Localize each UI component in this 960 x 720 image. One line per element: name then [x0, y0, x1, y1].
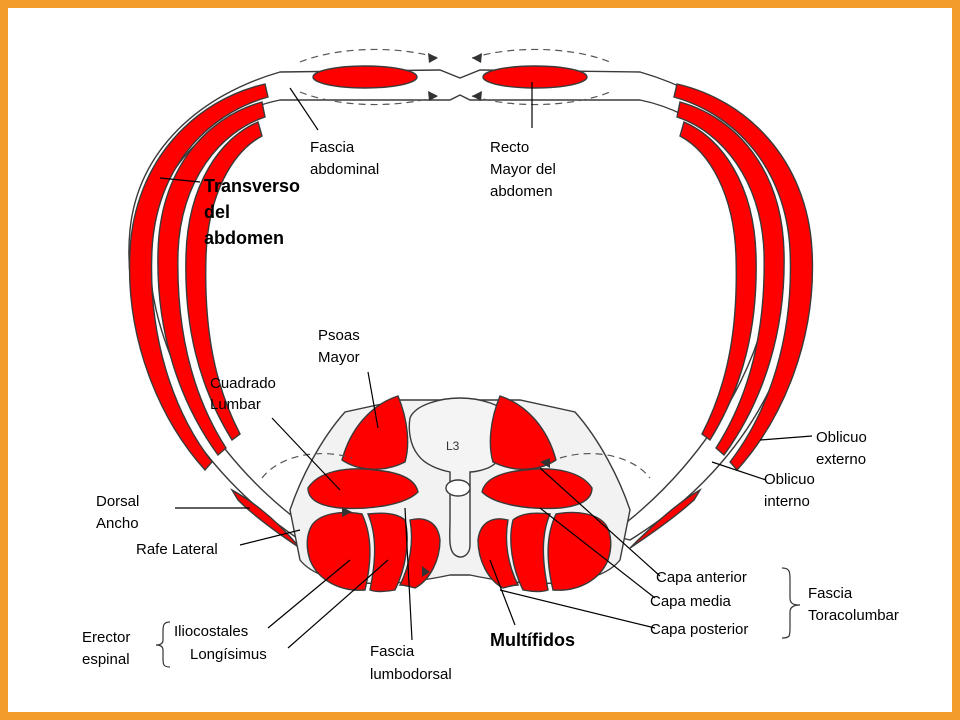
label-iliocostales: Iliocostales: [174, 623, 248, 640]
left-iliocostalis: [306, 511, 371, 591]
leader-oblicuo-interno: [711, 461, 767, 481]
right-iliocostalis: [547, 511, 612, 591]
left-dorsal-wedge: [230, 488, 301, 549]
right-multifidus: [477, 518, 520, 589]
rectus-dashed-arrow-bottom-right: [471, 91, 611, 106]
leader-capa-media: [539, 507, 656, 599]
leader-transverso: [159, 177, 201, 183]
right-transverse: [679, 121, 757, 442]
brace-erector-espinal: [155, 621, 171, 668]
label-rafe: Rafe Lateral: [136, 541, 218, 558]
label-multifidos: Multífidos: [490, 630, 575, 650]
right-dorsal-wedge: [629, 488, 702, 549]
vertebral-foramen: [445, 479, 471, 497]
right-rectus: [482, 65, 588, 89]
left-longissimus: [366, 512, 408, 593]
leader-capa-anterior: [539, 467, 661, 577]
leader-rafe: [239, 529, 301, 546]
left-transverse: [185, 121, 263, 442]
label-fascia-toracolumbar: Fascia Toracolumbar: [808, 585, 899, 624]
label-transverso: Transverso del abdomen: [204, 176, 305, 248]
label-cuadrado: Cuadrado Lumbar: [210, 375, 280, 413]
label-fascia-lumbodorsal: Fascia lumbodorsal: [370, 643, 452, 683]
arrowhead: [428, 91, 438, 101]
leader-psoas: [367, 371, 379, 429]
left-external-oblique: [128, 83, 269, 472]
arrowhead: [428, 53, 438, 63]
leader-iliocostales: [267, 559, 351, 629]
rectus-dashed-arrow-bottom-left: [299, 91, 439, 106]
arrowhead: [472, 53, 482, 63]
rectus-dashed-arrow-top-left: [299, 48, 439, 63]
vertebra-label: L3: [446, 439, 460, 453]
left-quadratus-lumborum: [307, 468, 419, 510]
label-capa-posterior: Capa posterior: [650, 621, 748, 638]
label-fascia-abdominal: Fascia abdominal: [310, 139, 379, 178]
arrowhead: [540, 458, 550, 468]
right-quadratus-lumborum: [481, 468, 593, 510]
leader-multifidos: [489, 559, 516, 626]
leader-capa-posterior: [499, 589, 656, 629]
label-recto: Recto Mayor del abdomen: [490, 139, 560, 200]
arrowhead: [472, 91, 482, 101]
leader-cuadrado: [271, 417, 341, 491]
label-dorsal: Dorsal Ancho: [96, 493, 144, 532]
label-longisimus: Longísimus: [190, 646, 267, 663]
label-psoas: Psoas Mayor: [318, 327, 364, 366]
label-capa-media: Capa media: [650, 593, 732, 610]
slide-frame: L3 Fascia abdominal Recto Mayor del: [8, 8, 952, 712]
label-oblicuo-externo: Oblicuo externo: [816, 429, 871, 468]
label-capa-anterior: Capa anterior: [656, 569, 747, 586]
posterior-dashed-curve-right: [559, 452, 651, 479]
right-internal-oblique: [676, 101, 785, 457]
arrowhead: [422, 566, 430, 577]
leader-oblicuo-externo: [759, 435, 813, 441]
vertebra-body: [408, 397, 512, 558]
arrowhead: [342, 507, 352, 517]
leader-fascia-lumbo: [404, 507, 413, 641]
anatomy-diagram: L3 Fascia abdominal Recto Mayor del: [82, 48, 899, 683]
label-erector: Erector espinal: [82, 629, 135, 668]
left-internal-oblique: [157, 101, 266, 457]
left-rectus: [312, 65, 418, 89]
leader-fascia-abdominal: [289, 87, 319, 131]
posterior-dashed-curve-left: [261, 452, 353, 479]
right-external-oblique: [673, 83, 814, 472]
brace-fascia-toracolumbar: [781, 567, 801, 639]
rectus-dashed-arrow-top-right: [471, 48, 611, 63]
label-oblicuo-interno: Oblicuo interno: [764, 471, 819, 510]
right-longissimus: [510, 512, 552, 593]
leader-longisimus: [287, 559, 389, 649]
